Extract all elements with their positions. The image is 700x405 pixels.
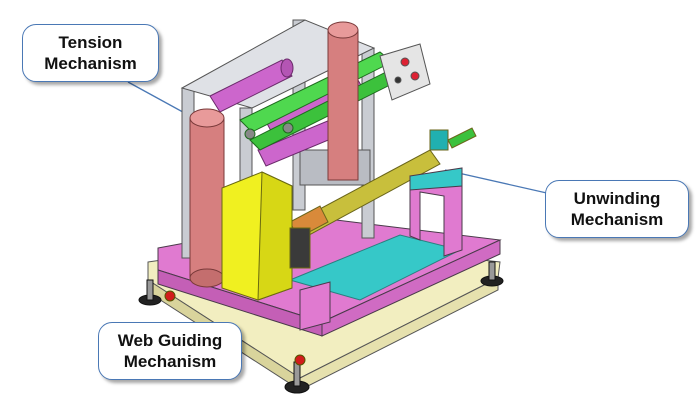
control-box <box>379 43 431 101</box>
unwinding-stand <box>409 167 463 257</box>
web-guiding-mechanism-callout: Web Guiding Mechanism <box>98 322 242 380</box>
tension-mechanism-callout: Tension Mechanism <box>22 24 159 82</box>
web-guiding-label-line2: Mechanism <box>123 352 217 371</box>
unwinding-mechanism-callout: Unwinding Mechanism <box>545 180 689 238</box>
unwinding-leader <box>444 169 561 197</box>
salmon-cylinders <box>189 21 359 288</box>
unwinding-label-line2: Mechanism <box>570 210 664 229</box>
caster-wheels <box>164 290 306 366</box>
tension-label-line2: Mechanism <box>44 54 137 73</box>
tension-label-line1: Tension <box>58 33 123 52</box>
front-support <box>299 281 331 331</box>
leveling-feet <box>138 261 504 394</box>
unwinding-label-line1: Unwinding <box>573 189 661 208</box>
web-guiding-label-line1: Web Guiding <box>117 331 223 350</box>
yellow-motor <box>221 171 311 301</box>
